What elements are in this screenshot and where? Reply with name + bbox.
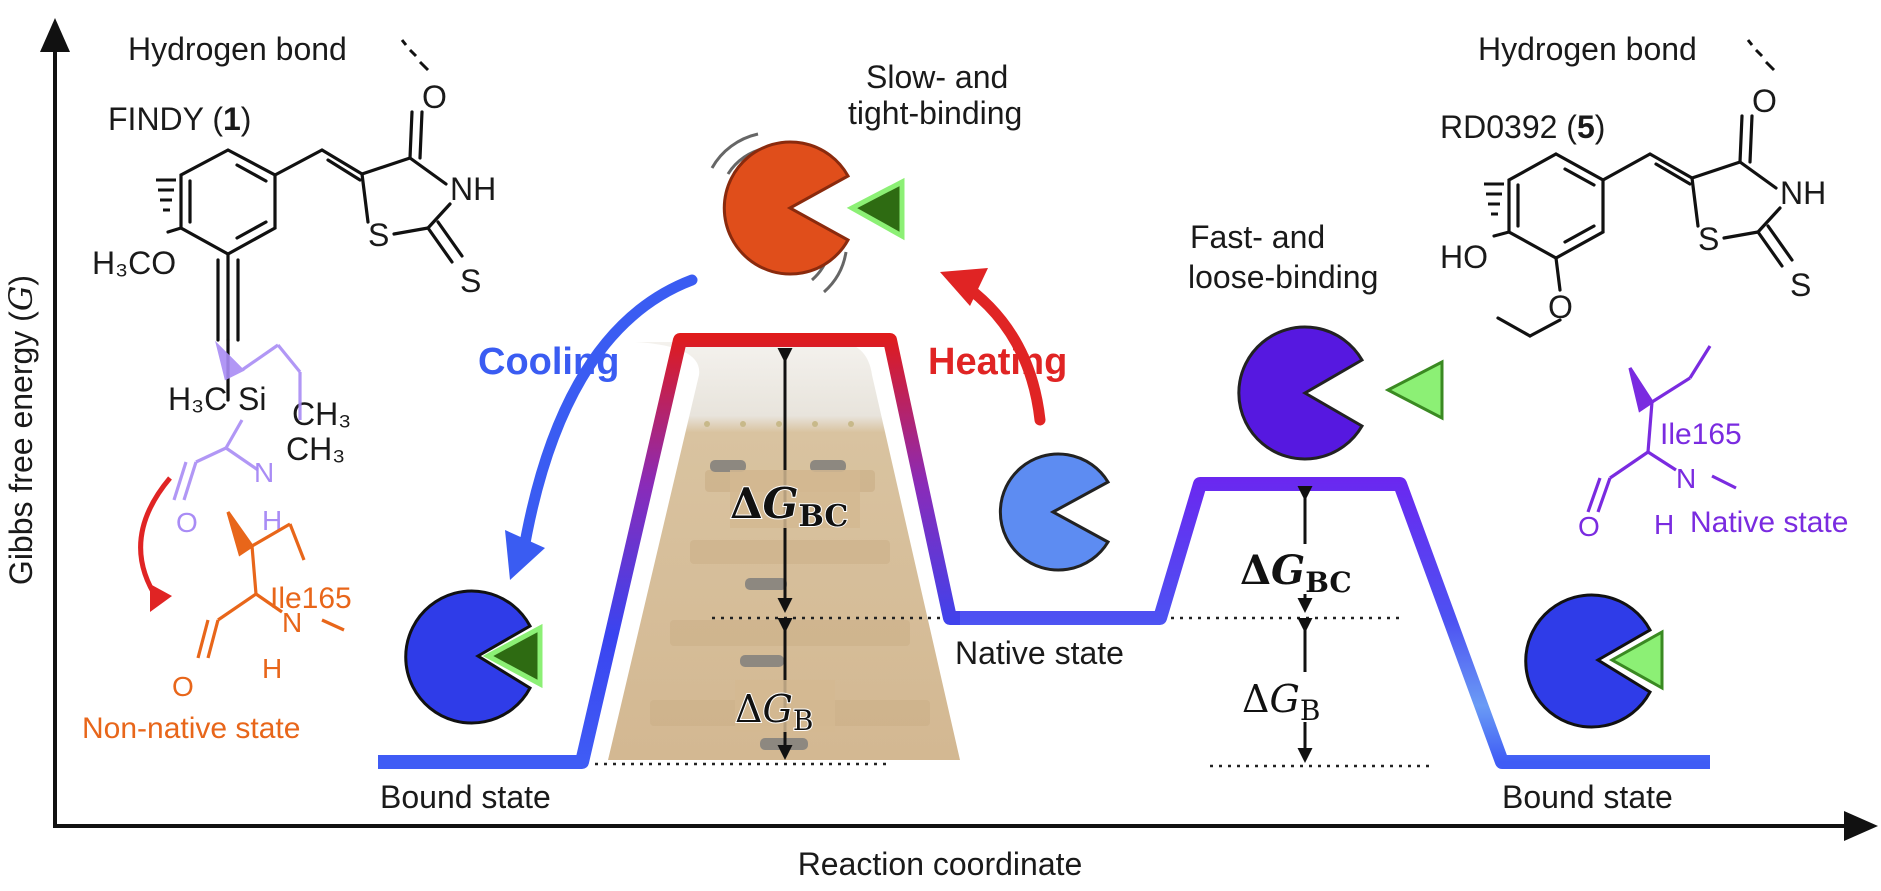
svg-text:N: N [282,607,302,638]
heating-arrow: Heating [928,268,1067,426]
dG-B-right: ΔGB [1242,677,1320,727]
cooling-label: Cooling [478,341,619,383]
svg-text:Ile165: Ile165 [270,582,352,615]
svg-text:O: O [1578,511,1600,542]
slow-ligand [846,177,905,241]
bound-state-right-label: Bound state [1502,779,1673,815]
svg-text:S: S [1790,267,1811,303]
fast-enzyme-group: Fast- and loose-binding [1188,219,1444,461]
dG-BC-left: ΔGBC [730,479,848,534]
svg-text:S: S [1698,221,1719,257]
bound-enzyme-right [1524,593,1653,729]
bound-enzyme-right-group: Bound state [1502,593,1673,815]
fast-binding-label-1: Fast- and [1190,219,1325,255]
right-energy-labels: ΔGBC ΔGB [1240,544,1372,727]
svg-text:O: O [1548,289,1573,325]
heating-label: Heating [928,341,1067,383]
svg-text:H: H [262,653,282,684]
rd0392-structure: Hydrogen bond RD0392 (5) [1440,31,1826,338]
native-residue-right: Ile165 O N H Native state [1578,345,1848,542]
bound-ligand-right [1608,629,1664,691]
findy-hbond-label: Hydrogen bond [128,31,347,67]
bound-enzyme-left [404,589,533,725]
findy-name: FINDY (1) [108,101,251,137]
native-enzyme [998,452,1111,572]
svg-text:H₃CO: H₃CO [92,245,176,281]
svg-text:H: H [262,505,282,536]
rd-name: RD0392 (5) [1440,109,1605,145]
bound-enzyme-left-group: Bound state [380,589,551,815]
fast-enzyme [1237,325,1365,461]
svg-text:H₃C: H₃C [168,381,227,417]
fast-ligand [1384,359,1444,421]
slow-binding-label-1: Slow- and [866,59,1008,95]
x-axis-label: Reaction coordinate [798,846,1083,882]
left-barrier-curve [378,333,966,769]
slow-binding-label-2: tight-binding [848,95,1022,131]
left-energy-labels: ΔGBC ΔGB [729,470,860,738]
svg-text:CH₃: CH₃ [292,396,351,432]
dG-B-left: ΔGB [735,687,813,737]
svg-text:HO: HO [1440,239,1488,275]
non-native-state-label: Non-native state [82,712,300,745]
y-axis-label: Gibbs free energy (G) [2,275,40,585]
slow-enzyme-group: Slow- and tight-binding [710,59,1022,294]
findy-structure: Hydrogen bond FINDY (1) [92,31,496,538]
energy-profile [378,333,1710,769]
svg-text:S: S [460,263,481,299]
svg-text:N: N [254,457,274,488]
svg-text:O: O [1752,83,1777,119]
bound-ligand-left [482,623,543,689]
svg-text:H: H [1654,509,1674,540]
svg-text:CH₃: CH₃ [286,431,345,467]
cooling-arrow: Cooling [478,274,698,580]
native-enzyme-group: Native state [955,452,1124,671]
svg-text:O: O [422,79,447,115]
y-axis-arrowhead [40,18,70,52]
native-state-label: Native state [955,635,1124,671]
svg-text:NH: NH [1780,175,1826,211]
axes: Gibbs free energy (G) Reaction coordinat… [2,18,1878,882]
svg-text:O: O [176,507,198,538]
non-native-residue: Ile165 O N H Non-native state [82,476,352,745]
svg-text:N: N [1676,463,1696,494]
fast-binding-label-2: loose-binding [1188,259,1378,295]
svg-text:Si: Si [238,381,266,417]
bound-state-left-label: Bound state [380,779,551,815]
native-state-right-label: Native state [1690,506,1848,539]
svg-text:S: S [368,217,389,253]
slow-enzyme [722,140,851,276]
svg-text:Ile165: Ile165 [1660,418,1742,451]
dG-BC-right: ΔGBC [1240,547,1352,599]
svg-text:NH: NH [450,171,496,207]
rd-hbond-label: Hydrogen bond [1478,31,1697,67]
svg-text:O: O [172,671,194,702]
x-axis-arrowhead [1844,811,1878,841]
right-barrier-curve [960,477,1710,769]
